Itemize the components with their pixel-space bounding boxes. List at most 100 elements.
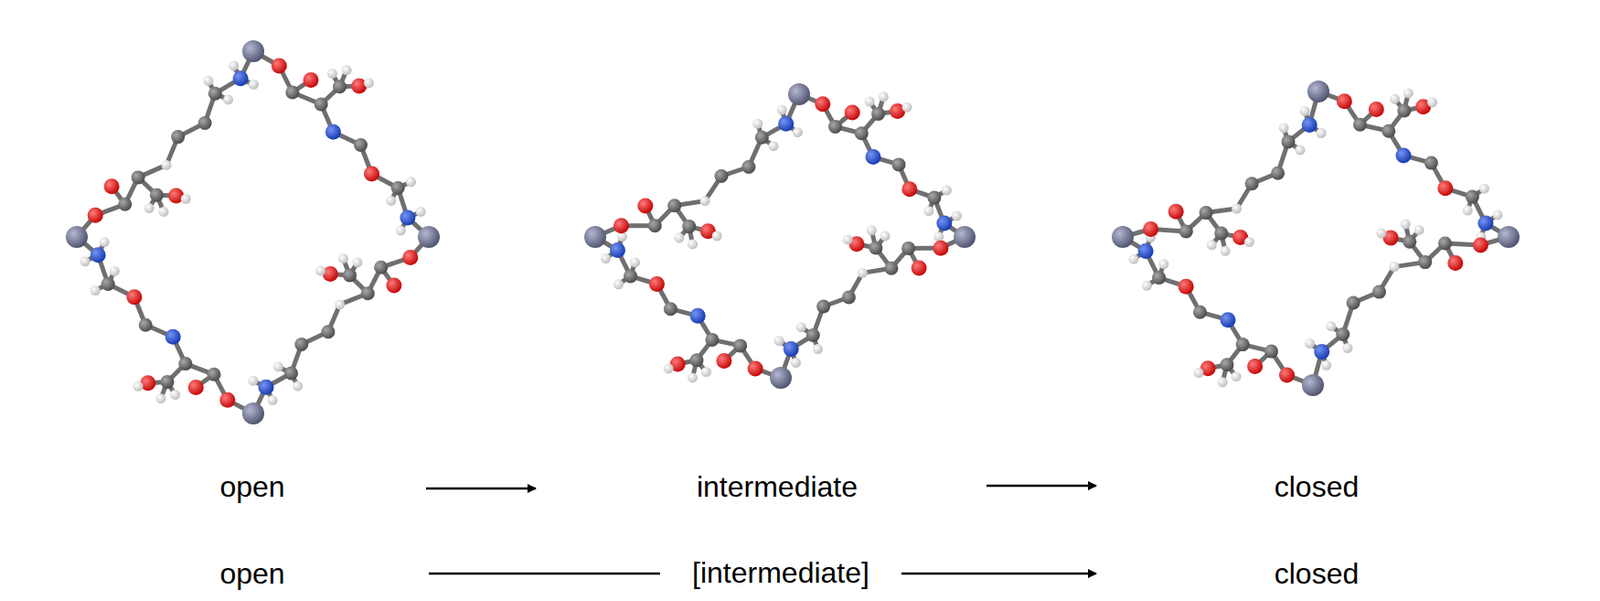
state-label: closed xyxy=(1274,557,1360,590)
atom xyxy=(285,85,299,100)
atom xyxy=(880,231,891,242)
atom xyxy=(181,193,192,204)
atom xyxy=(338,253,349,264)
atom xyxy=(1264,344,1279,359)
atom xyxy=(871,106,886,121)
atom xyxy=(219,392,235,408)
atom xyxy=(198,116,213,130)
atom xyxy=(65,225,88,248)
atom xyxy=(667,198,682,213)
atom xyxy=(901,181,918,197)
atom xyxy=(1168,203,1184,220)
atom xyxy=(1270,166,1285,181)
atom xyxy=(682,219,696,234)
atom xyxy=(90,285,101,296)
atom xyxy=(1316,128,1327,139)
atom xyxy=(768,140,779,151)
atom xyxy=(1301,373,1324,396)
atom xyxy=(941,185,952,196)
atom xyxy=(663,301,678,316)
atom xyxy=(155,393,166,404)
atom xyxy=(806,328,821,342)
atom xyxy=(1206,239,1217,250)
atom xyxy=(117,197,132,212)
atom xyxy=(1231,371,1242,382)
atom xyxy=(90,246,107,263)
atom xyxy=(814,96,831,112)
atom xyxy=(131,170,146,184)
atom xyxy=(284,366,299,381)
atom xyxy=(332,79,347,94)
atom xyxy=(752,118,763,129)
atom xyxy=(361,286,375,300)
atom xyxy=(927,191,941,205)
atom xyxy=(104,178,120,194)
atom xyxy=(747,360,764,376)
atom xyxy=(733,338,747,352)
atom xyxy=(623,268,638,283)
atom xyxy=(901,241,916,256)
atom xyxy=(911,259,928,276)
atom xyxy=(790,357,801,368)
atom xyxy=(160,374,175,389)
atom xyxy=(334,298,345,310)
atom xyxy=(1111,225,1134,248)
atom xyxy=(704,332,719,347)
atom xyxy=(741,160,756,174)
atom xyxy=(865,149,882,165)
atom xyxy=(165,329,182,345)
atom xyxy=(158,206,169,217)
atom xyxy=(663,362,674,374)
atom xyxy=(892,157,907,171)
atom xyxy=(1438,236,1452,251)
atom xyxy=(755,130,769,145)
atom xyxy=(399,210,416,226)
atom xyxy=(923,205,934,216)
atom xyxy=(228,60,239,71)
atom xyxy=(648,218,662,233)
atom xyxy=(416,206,427,217)
atom xyxy=(101,277,116,291)
atom xyxy=(247,375,258,386)
atom xyxy=(1244,236,1255,247)
atom xyxy=(188,379,204,395)
atom xyxy=(1335,327,1350,342)
atom xyxy=(1497,225,1520,248)
atom xyxy=(109,266,120,277)
atom xyxy=(1353,117,1367,132)
atom xyxy=(1281,134,1296,149)
atom xyxy=(1372,285,1387,299)
atom xyxy=(828,119,843,134)
atom xyxy=(1220,357,1235,372)
atom xyxy=(1220,311,1237,328)
atom xyxy=(714,169,729,183)
molecule xyxy=(1111,80,1520,396)
atom xyxy=(1279,122,1290,133)
atom xyxy=(138,318,153,332)
atom xyxy=(613,217,630,234)
atom xyxy=(242,40,265,63)
atom xyxy=(292,381,303,392)
atom xyxy=(325,124,342,140)
atom xyxy=(352,256,363,267)
atom xyxy=(271,58,288,75)
atom xyxy=(303,72,320,88)
atom xyxy=(1307,80,1330,103)
atom xyxy=(842,290,856,305)
atom xyxy=(1128,254,1139,265)
atom xyxy=(1472,236,1489,253)
atom xyxy=(80,256,91,267)
atom xyxy=(1414,224,1425,235)
atom xyxy=(700,195,711,206)
reaction-arrow xyxy=(986,484,1097,488)
atom xyxy=(1158,258,1169,269)
atom xyxy=(1214,226,1228,241)
atom xyxy=(687,372,698,383)
atom xyxy=(1368,101,1385,118)
state-label: open xyxy=(219,470,285,503)
atom xyxy=(385,277,402,294)
atom xyxy=(932,240,949,256)
atom xyxy=(170,129,185,144)
atom xyxy=(715,352,732,369)
